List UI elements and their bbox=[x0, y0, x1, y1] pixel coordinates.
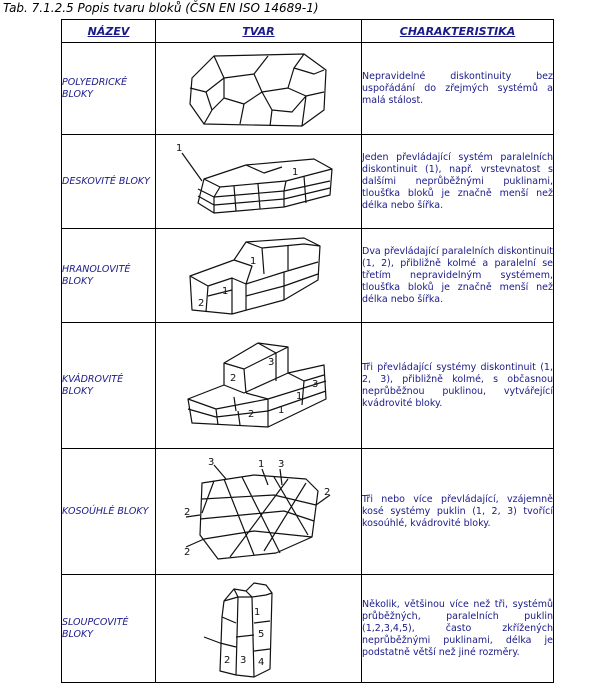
row-name: SLOUPCOVITÉ BLOKY bbox=[61, 574, 156, 683]
rhombohedral-blocks-drawing: 1 3 3 2 2 2 bbox=[184, 457, 330, 560]
header-characteristics: CHARAKTERISTIKA bbox=[361, 19, 554, 43]
blocky-blocks-drawing: 2 3 1 1 3 2 bbox=[186, 341, 327, 428]
label-2: 2 bbox=[248, 409, 254, 420]
label-2: 2 bbox=[230, 373, 236, 384]
label-4: 4 bbox=[258, 657, 264, 668]
header-shape: TVAR bbox=[155, 19, 362, 43]
row-name: DESKOVITÉ BLOKY bbox=[61, 134, 156, 229]
label-1: 1 bbox=[278, 405, 284, 416]
shape-cell: 2 1 1 bbox=[155, 228, 362, 323]
label-1: 1 bbox=[292, 167, 298, 178]
row-description: Několik, většinou více než tři, systémů … bbox=[361, 574, 554, 683]
header-name: NÁZEV bbox=[61, 19, 156, 43]
label-3: 3 bbox=[268, 357, 274, 368]
table-row: HRANOLOVITÉ BLOKY 2 1 1 Dva převládající… bbox=[61, 228, 554, 323]
label-2: 2 bbox=[224, 655, 230, 666]
row-name: KOSOÚHLÉ BLOKY bbox=[61, 448, 156, 575]
row-name: POLYEDRICKÉ BLOKY bbox=[61, 42, 156, 135]
table-row: KVÁDROVITÉ BLOKY 2 3 1 1 3 2 Tři převlád… bbox=[61, 322, 554, 449]
row-description: Nepravidelné diskontinuity bez uspořádán… bbox=[361, 42, 554, 135]
label-1: 1 bbox=[258, 459, 264, 470]
row-name: HRANOLOVITÉ BLOKY bbox=[61, 228, 156, 323]
shape-cell: 2 3 1 1 3 2 bbox=[155, 322, 362, 449]
prismatic-blocks-drawing: 2 1 1 bbox=[188, 236, 321, 315]
label-2: 2 bbox=[184, 547, 190, 558]
label-1: 1 bbox=[222, 286, 228, 297]
row-description: Tři převládající systémy diskontinuit (1… bbox=[361, 322, 554, 449]
shape-cell bbox=[155, 42, 362, 135]
row-description: Dva převládající paralelních diskontinui… bbox=[361, 228, 554, 323]
label-3: 3 bbox=[208, 457, 214, 468]
label-3: 3 bbox=[240, 655, 246, 666]
shape-cell: 1 3 3 2 2 2 bbox=[155, 448, 362, 575]
block-shape-table: NÁZEV TVAR CHARAKTERISTIKA POLYEDRICKÉ B… bbox=[61, 19, 554, 683]
label-2: 2 bbox=[184, 507, 190, 518]
table-row: SLOUPCOVITÉ BLOKY 1 5 3 4 2 Několik, vět… bbox=[61, 574, 554, 683]
label-1: 1 bbox=[250, 256, 256, 267]
label-3: 3 bbox=[312, 379, 318, 390]
table-row: POLYEDRICKÉ BLOKY Nepravidelné diskontin… bbox=[61, 42, 554, 135]
table-row: KOSOÚHLÉ BLOKY 1 3 3 2 2 2 Tři nebo více… bbox=[61, 448, 554, 575]
label-1: 1 bbox=[176, 143, 182, 154]
tabular-blocks-drawing: 1 1 bbox=[176, 143, 333, 214]
label-3: 3 bbox=[278, 459, 284, 470]
shape-cell: 1 5 3 4 2 bbox=[155, 574, 362, 683]
table-row: DESKOVITÉ BLOKY 1 1 Jeden převládající s… bbox=[61, 134, 554, 229]
row-description: Tři nebo více převládající, vzájemně kos… bbox=[361, 448, 554, 575]
row-name: KVÁDROVITÉ BLOKY bbox=[61, 322, 156, 449]
columnar-blocks-drawing: 1 5 3 4 2 bbox=[203, 581, 273, 678]
label-1: 1 bbox=[296, 391, 302, 402]
header-row: NÁZEV TVAR CHARAKTERISTIKA bbox=[61, 19, 554, 43]
label-2: 2 bbox=[198, 298, 204, 309]
row-description: Jeden převládající systém paralelních di… bbox=[361, 134, 554, 229]
label-1: 1 bbox=[254, 607, 260, 618]
label-5: 5 bbox=[258, 629, 264, 640]
table-caption: Tab. 7.1.2.5 Popis tvaru bloků (ČSN EN I… bbox=[3, 1, 319, 15]
polyhedral-blocks-drawing bbox=[188, 52, 327, 127]
label-2: 2 bbox=[324, 487, 330, 498]
shape-cell: 1 1 bbox=[155, 134, 362, 229]
